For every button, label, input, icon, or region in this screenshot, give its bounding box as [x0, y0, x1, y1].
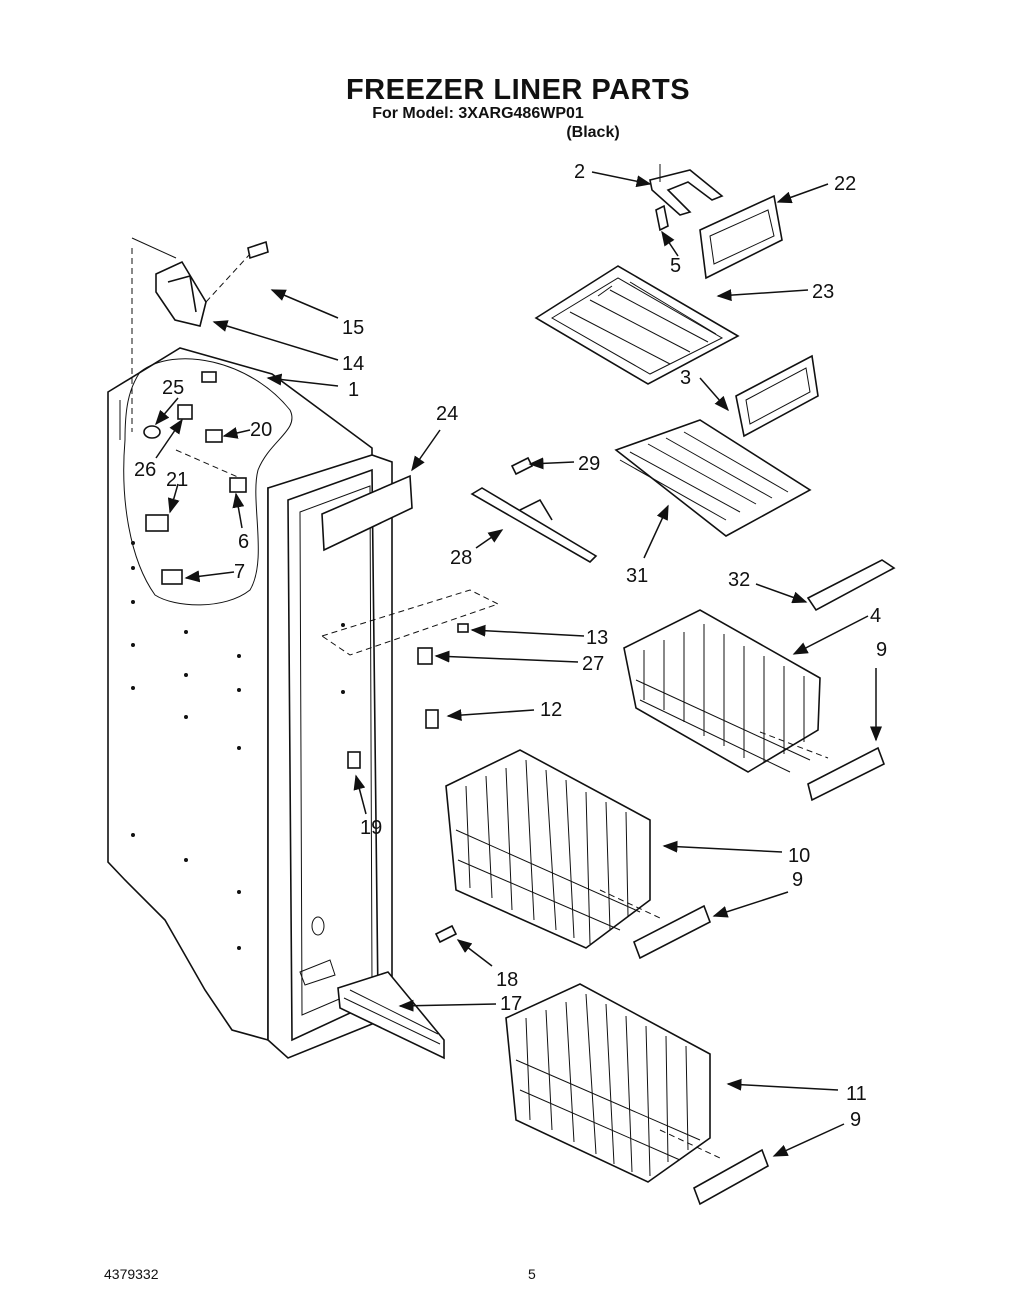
- callout-9-lower: 9: [850, 1109, 861, 1131]
- page-number: 5: [528, 1266, 536, 1282]
- freezer-liner-cabinet: [107, 237, 393, 1059]
- part-24-guard: [321, 474, 413, 552]
- part-11-basket: [505, 983, 711, 1183]
- callout-5: 5: [670, 255, 681, 277]
- part-12-clip: [425, 709, 439, 729]
- callout-19: 19: [360, 817, 382, 839]
- part-31-wire-shelf: [614, 419, 812, 537]
- callout-15: 15: [342, 317, 364, 339]
- part-4-basket: [623, 609, 821, 773]
- part-14-hinge-bracket: [155, 260, 207, 327]
- callout-14: 14: [342, 353, 364, 375]
- callout-13: 13: [586, 627, 608, 649]
- callout-7: 7: [234, 561, 245, 583]
- part-27-clip: [417, 647, 433, 665]
- panel-outline: [320, 589, 500, 656]
- callout-27: 27: [582, 653, 604, 675]
- part-28-rail: [470, 487, 598, 563]
- callout-25: 25: [162, 377, 184, 399]
- callout-31: 31: [626, 565, 648, 587]
- callout-26: 26: [134, 459, 156, 481]
- callout-32: 32: [728, 569, 750, 591]
- part-3-frame: [735, 354, 819, 438]
- leader-lines: [155, 171, 882, 1157]
- callout-24: 24: [436, 403, 458, 425]
- part-19-clip: [347, 751, 361, 769]
- callout-20: 20: [250, 419, 272, 441]
- bubble-small-parts: [119, 371, 247, 585]
- callout-12: 12: [540, 699, 562, 721]
- callout-6: 6: [238, 531, 249, 553]
- callout-22: 22: [834, 173, 856, 195]
- callout-9-upper: 9: [876, 639, 887, 661]
- callout-29: 29: [578, 453, 600, 475]
- callout-2: 2: [574, 161, 585, 183]
- callout-23: 23: [812, 281, 834, 303]
- part-18-screw: [434, 924, 458, 944]
- part-29-screw: [510, 456, 534, 476]
- color-line: (Black): [566, 124, 620, 141]
- part-5-screw: [655, 204, 669, 232]
- callout-labels: 2 5 22 23 3 29 28 31 32 4 9 13 27 12 19 …: [134, 161, 887, 1131]
- callout-17: 17: [500, 993, 522, 1015]
- callout-10: 10: [788, 845, 810, 867]
- part-13-clip: [457, 623, 469, 633]
- part-17-bottom-grille: [337, 971, 445, 1060]
- callout-21: 21: [166, 469, 188, 491]
- callout-4: 4: [870, 605, 881, 627]
- part-22-frame: [699, 194, 783, 280]
- part-32-strip: [806, 559, 896, 612]
- callout-11: 11: [846, 1083, 867, 1105]
- page-title: FREEZER LINER PARTS: [345, 74, 691, 106]
- part-23-shelf: [534, 265, 740, 385]
- part-9-strip-middle: [633, 904, 711, 960]
- callout-9-middle: 9: [792, 869, 803, 891]
- model-line: For Model: 3XARG486WP01: [372, 105, 584, 122]
- part-2-handle: [649, 169, 724, 216]
- callout-3: 3: [680, 367, 691, 389]
- part-10-basket: [445, 749, 651, 949]
- part-9-strip-lower: [693, 1148, 769, 1206]
- callout-18: 18: [496, 969, 518, 991]
- part-15-screw: [247, 240, 269, 260]
- callout-28: 28: [450, 547, 472, 569]
- part-9-strip-upper: [807, 746, 886, 802]
- doc-number: 4379332: [104, 1266, 159, 1282]
- callout-1: 1: [348, 379, 359, 401]
